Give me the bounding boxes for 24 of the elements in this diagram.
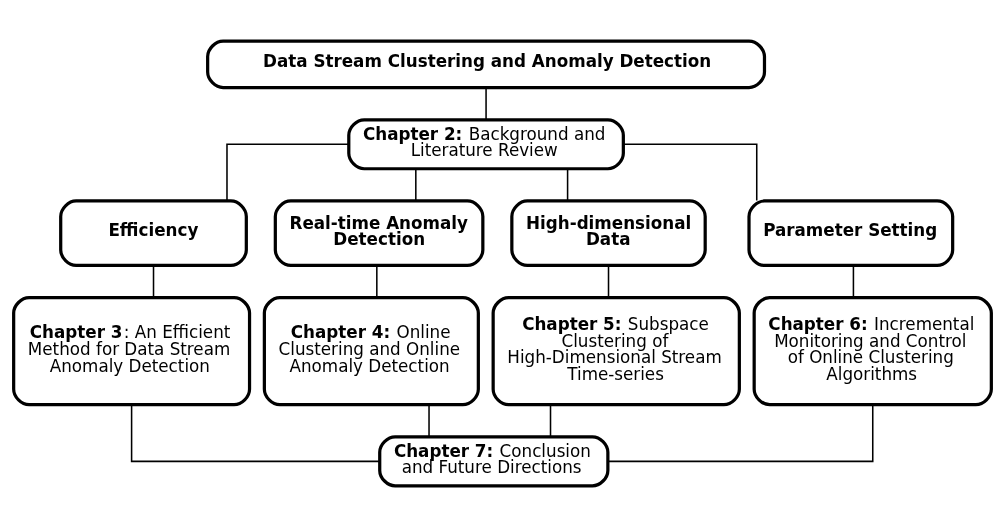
connector [130,404,381,463]
node-box: Chapter 4: Online Clustering and Online Anomaly Detection [262,296,480,407]
node-box: Chapter 6: Incremental Monitoring and Control of Online Clustering Algorithms [752,296,993,407]
node-box: Chapter 7: Conclusion and Future Directions [378,435,610,488]
node-box: Efficiency [59,199,248,268]
connector [376,264,378,299]
connector [415,168,417,202]
connector [607,264,610,299]
node-box: Chapter 2: Background and Literature Review [347,118,625,171]
connector [607,404,874,463]
connector [566,168,569,202]
node-box: Chapter 5: Subspace Clustering of High-Dimensional Stream Time-series [491,296,741,407]
node-box: High-dimensional Data [510,199,707,268]
node-box: Chapter 3: An Efficient Method for Data Stream Anomaly Detection [12,296,252,407]
node-box: Parameter Setting [747,199,955,268]
connector [428,404,430,438]
connector [152,264,155,299]
connector [549,404,552,438]
node-box: Real-time Anomaly Detection [273,199,485,268]
connector [852,264,855,299]
connector [485,87,487,121]
connector [226,143,350,202]
connector [622,143,758,202]
node-box: Data Stream Clustering and Anomaly Detection [206,39,767,90]
